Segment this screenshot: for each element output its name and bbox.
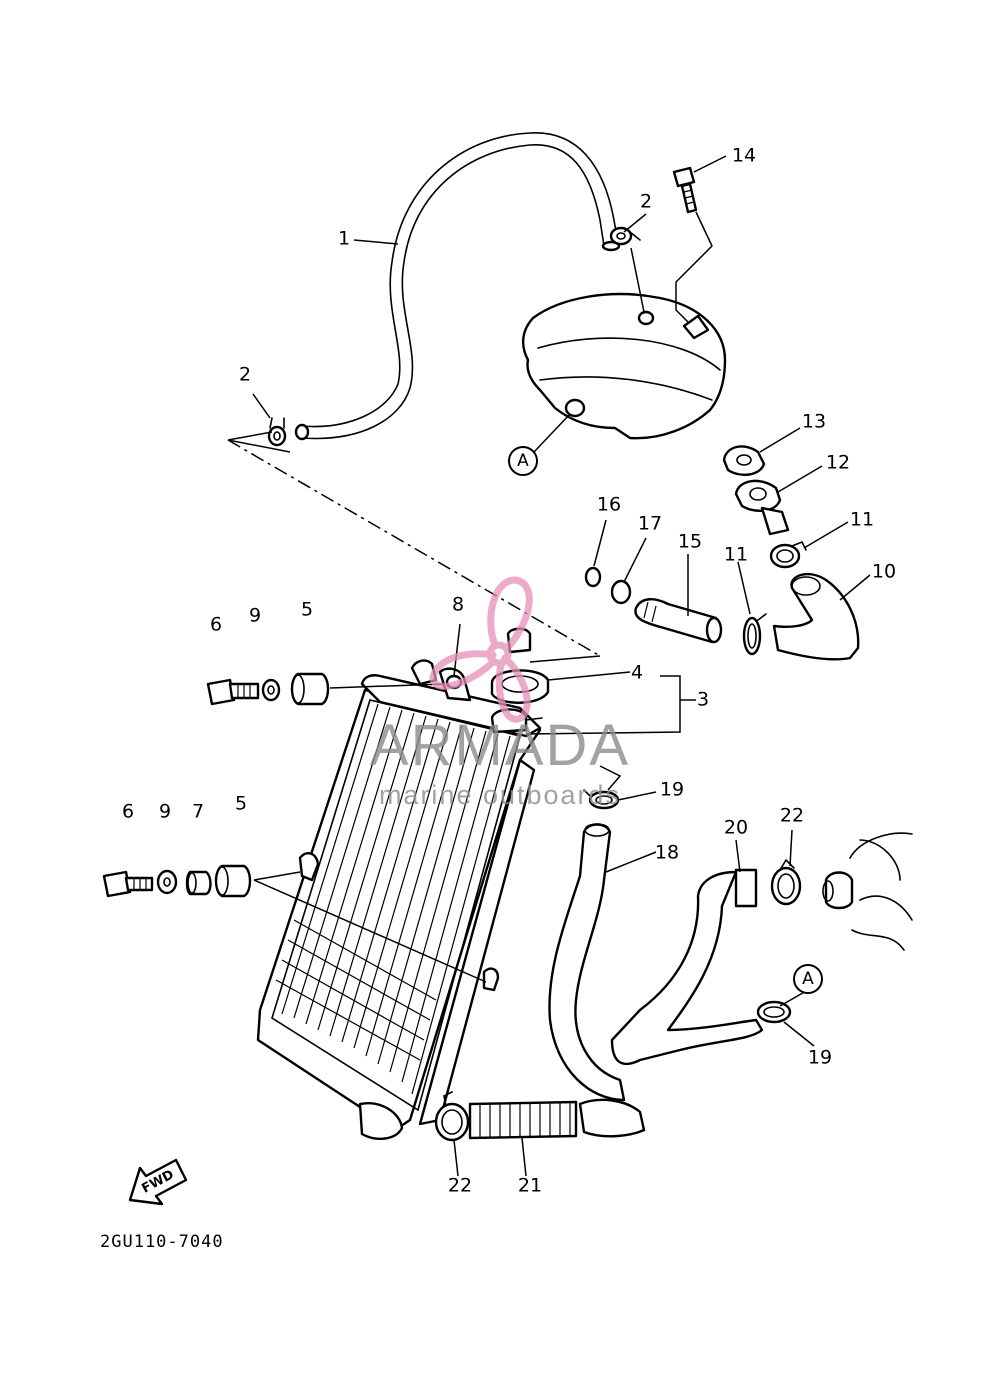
joint-12 [734,479,790,536]
reservoir-tank [521,292,727,440]
callout-19-lower: 19 [807,1046,833,1069]
reference-mark-a-lower: A [793,964,823,994]
callout-10: 10 [871,560,897,583]
clamp-2-top [609,226,641,246]
assembly-line [227,439,601,657]
callout-13: 13 [801,410,827,433]
logo-hub [486,641,512,667]
hose-18 [548,823,626,1102]
armada-logo-icon [429,576,533,723]
clamp-22-bottom [434,1091,470,1142]
gasket-13 [722,445,766,476]
clamp-2-left [267,417,287,447]
logo-blade-left [429,650,497,690]
bolt-14 [672,166,698,214]
callout-16: 16 [596,493,622,516]
callout-2-left: 2 [238,363,252,386]
hose-1 [294,132,621,441]
callout-22-right: 22 [779,804,805,827]
callout-22-bottom: 22 [447,1174,473,1197]
callout-5-lower: 5 [234,792,248,815]
logo-propeller [429,576,533,723]
callout-7: 7 [191,800,205,823]
callout-15: 15 [677,530,703,553]
callout-1: 1 [337,227,351,250]
filler-neck-3 [490,708,543,734]
callout-9-lower: 9 [158,800,172,823]
hose-21 [468,1098,646,1140]
callout-20: 20 [723,816,749,839]
watermark-name: ARMADA [369,713,631,778]
o-ring-16 [584,566,602,588]
callout-11-upper: 11 [849,508,875,531]
clamp-2-leaders [227,431,291,453]
hose-10 [772,572,860,661]
callout-19-upper: 19 [659,778,685,801]
callout-14: 14 [731,144,757,167]
grommet-5-upper [290,672,330,706]
callout-9-upper: 9 [248,604,262,627]
clamp-11-lower [742,613,767,656]
o-ring-17 [610,579,632,605]
callout-12: 12 [825,451,851,474]
pipe-15 [634,598,723,644]
pipe-20 [610,868,764,1066]
radiator-fins [275,703,511,1095]
callout-6-lower: 6 [121,800,135,823]
diagram-code: 2GU110-7040 [100,1232,224,1252]
fwd-arrow [128,1158,188,1206]
logo-blade-top [487,576,533,652]
clamp-11-upper [769,540,807,569]
leader-lines [252,155,871,1177]
grommet-5-lower [214,864,252,898]
bolt-6-upper [206,678,260,706]
callout-17: 17 [637,512,663,535]
callout-3: 3 [696,688,710,711]
washer-9-upper [261,678,281,702]
callout-8: 8 [451,593,465,616]
callout-2-top: 2 [639,190,653,213]
callout-11-lower: 11 [723,543,749,566]
callout-5-upper: 5 [300,598,314,621]
callout-6-upper: 6 [209,613,223,636]
bolt-6-lower [102,870,154,898]
collar-7 [185,870,212,896]
engine-outlet [822,832,913,951]
radiator [256,659,542,1140]
reference-mark-a-upper: A [508,446,538,476]
clamp-19-lower [756,1000,792,1024]
clamp-22-right [770,858,802,906]
callout-18: 18 [654,841,680,864]
logo-blade-bottom [495,654,531,723]
callout-4: 4 [630,661,644,684]
watermark-tagline: marine outboards [378,780,622,810]
callout-21: 21 [517,1174,543,1197]
washer-9-lower [156,869,178,895]
